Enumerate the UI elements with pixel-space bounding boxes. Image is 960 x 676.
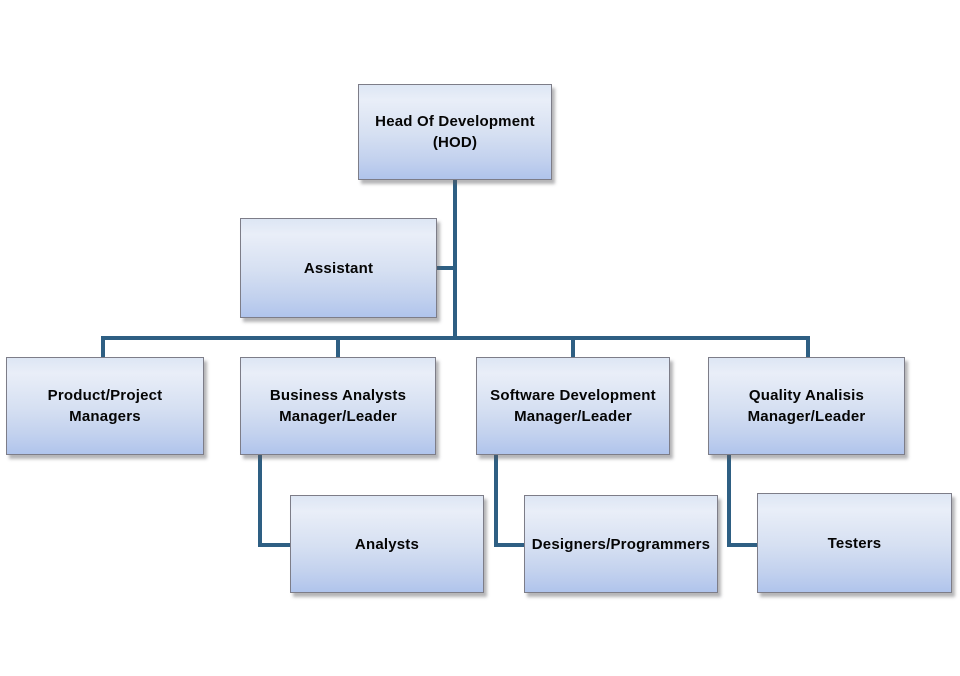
connector-software-designers-h bbox=[494, 543, 526, 547]
connector-main-horizontal bbox=[101, 336, 810, 340]
connector-quality-testers-v bbox=[727, 455, 731, 547]
connector-assistant-branch bbox=[435, 266, 455, 270]
node-analysts: Analysts bbox=[290, 495, 484, 593]
node-assistant: Assistant bbox=[240, 218, 437, 318]
node-head-of-development: Head Of Development (HOD) bbox=[358, 84, 552, 180]
node-testers: Testers bbox=[757, 493, 952, 593]
connector-drop-software bbox=[571, 336, 575, 358]
connector-drop-business bbox=[336, 336, 340, 358]
node-quality-analisis-manager: Quality Analisis Manager/Leader bbox=[708, 357, 905, 455]
connector-quality-testers-h bbox=[727, 543, 759, 547]
node-software-development-manager: Software Development Manager/Leader bbox=[476, 357, 670, 455]
node-product-project-managers: Product/Project Managers bbox=[6, 357, 204, 455]
connector-drop-quality bbox=[806, 336, 810, 358]
node-business-analysts-manager: Business Analysts Manager/Leader bbox=[240, 357, 436, 455]
node-designers-programmers: Designers/Programmers bbox=[524, 495, 718, 593]
connector-hod-trunk bbox=[453, 180, 457, 340]
connector-business-analysts-h bbox=[258, 543, 292, 547]
connector-software-designers-v bbox=[494, 455, 498, 547]
connector-business-analysts-v bbox=[258, 455, 262, 547]
connector-drop-product bbox=[101, 336, 105, 358]
